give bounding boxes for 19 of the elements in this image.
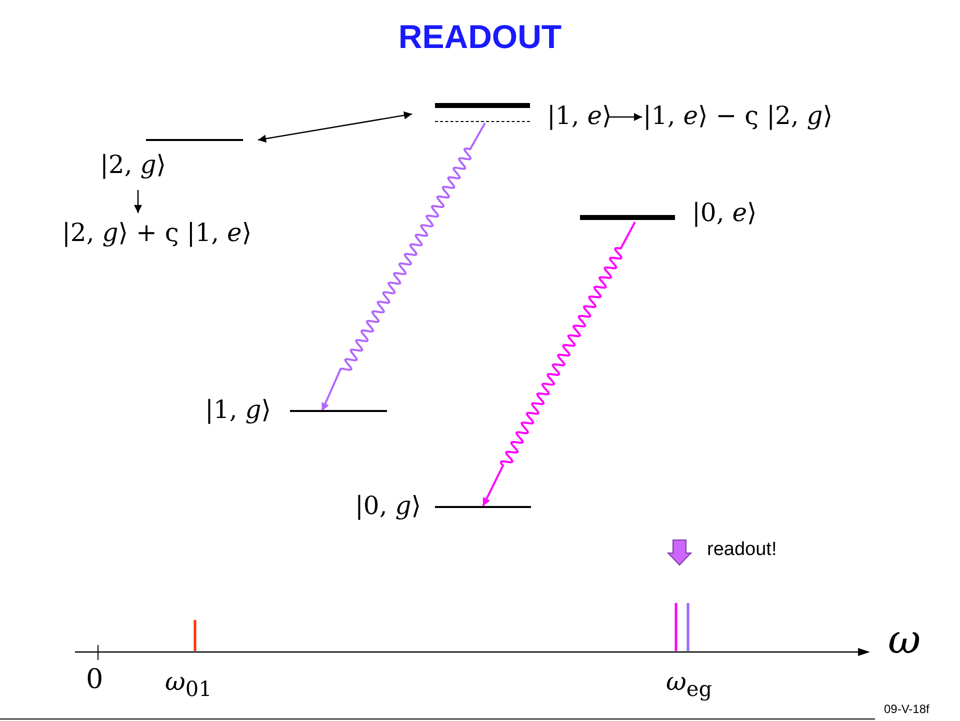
state-label: |1, e⟩ − ς |2, g⟩: [643, 100, 833, 132]
wavy-arrow: [321, 122, 486, 412]
arrow: [609, 113, 642, 121]
axis-label: ω: [888, 618, 921, 662]
title: READOUT: [397, 18, 563, 56]
state-label: |2, g⟩ + ς |1, e⟩: [62, 217, 252, 249]
double-headed-arrow: [258, 111, 412, 143]
state-label: |1, g⟩: [205, 394, 272, 426]
tick-label: ω$_{eg}$: [666, 668, 712, 701]
state-label: |0, e⟩: [692, 197, 757, 229]
wavy-arrow: [482, 222, 636, 506]
tick-label: 0: [86, 665, 104, 695]
arrow: [134, 190, 142, 213]
annotation: readout!: [707, 540, 777, 561]
state-label: |0, g⟩: [355, 490, 422, 522]
tick-label: ω$_{01}$: [165, 668, 212, 701]
state-label: |1, e⟩: [547, 100, 612, 132]
slide-number: 09-V-18f: [884, 703, 930, 716]
state-label: |2, g⟩: [100, 149, 166, 181]
